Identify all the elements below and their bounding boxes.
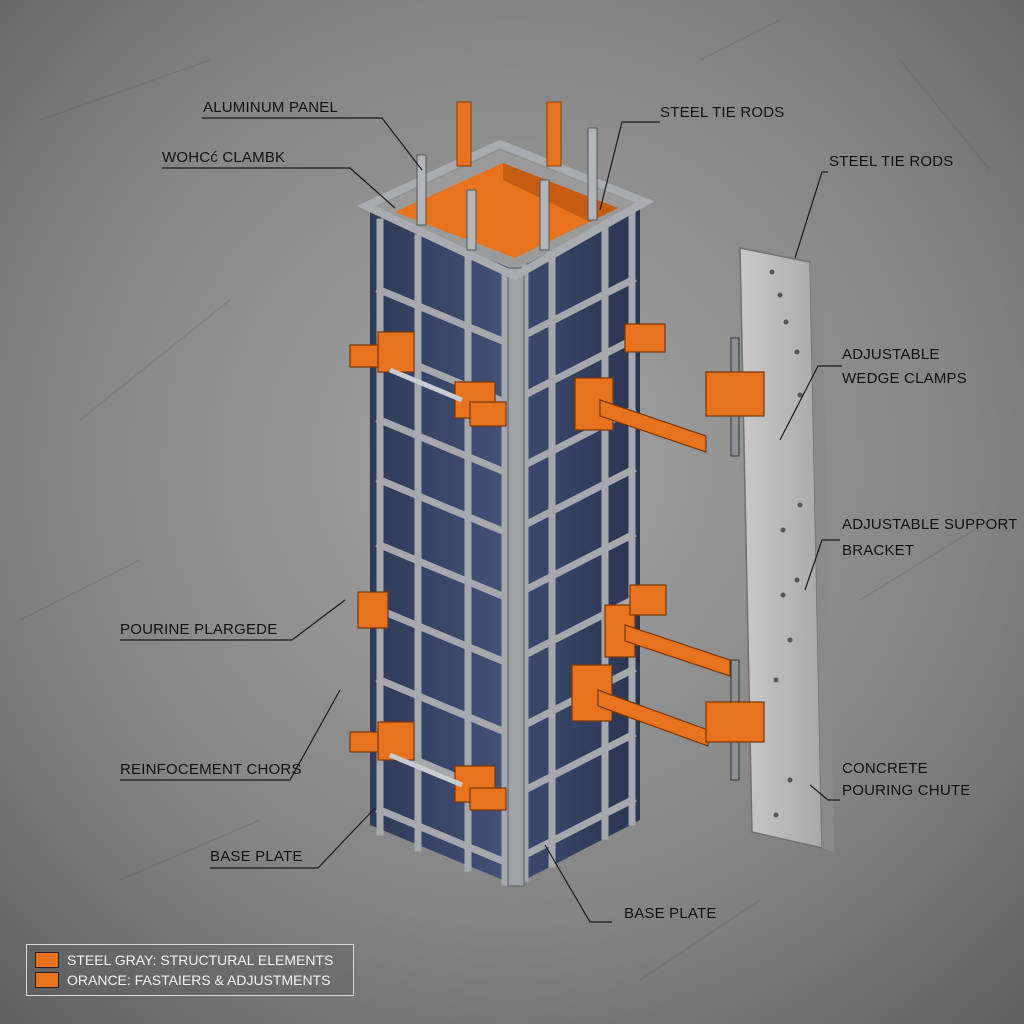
label-steel-tie-rods-top: STEEL TIE RODS [660,104,785,121]
label-base-plate-left: BASE PLATE [210,848,303,865]
leader-lines [120,117,842,923]
label-pourine-plargede: POURINE PLARGEDE [120,621,278,638]
panel-wedge-clamps [705,371,765,743]
label-concrete: CONCRETE [842,760,928,777]
detached-panel-edge [810,262,834,852]
right-brackets [571,323,731,747]
label-pouring-chute: POURING CHUTE [842,782,971,799]
label-wohcs-clambk: WOHCć CLAMBK [162,149,286,166]
legend-row-steel: STEEL GRAY: STRUCTURAL ELEMENTS [35,951,333,969]
legend: STEEL GRAY: STRUCTURAL ELEMENTS ORANCE: … [26,944,354,996]
background-scratches [19,19,991,981]
legend-swatch-steel [35,952,59,968]
label-wedge-clamps: WEDGE CLAMPS [842,370,967,387]
left-clamp-rods [389,367,463,788]
label-reinfocement-chors: REINFOCEMENT CHORS [120,761,302,778]
legend-text-orange: ORANCE: FASTAIERS & ADJUSTMENTS [67,972,331,988]
top-rim [356,139,655,281]
label-steel-tie-rods-right: STEEL TIE RODS [829,153,954,170]
legend-text-steel: STEEL GRAY: STRUCTURAL ELEMENTS [67,952,334,968]
left-frame-grid [375,218,510,886]
top-orange-posts [456,101,562,167]
panel-holes [769,269,803,818]
label-bracket: BRACKET [842,542,915,559]
label-adjustable: ADJUSTABLE [842,346,940,363]
legend-row-orange: ORANCE: FASTAIERS & ADJUSTMENTS [35,971,330,989]
label-base-plate-bottom: BASE PLATE [624,905,717,922]
detached-panel [739,247,823,849]
legend-swatch-orange [35,972,59,988]
top-tie-rods [416,127,598,251]
corner-post [507,267,525,887]
label-aluminum-panel: ALUMINUM PANEL [203,99,339,116]
label-adjustable-support: ADJUSTABLE SUPPORT [842,516,1018,533]
